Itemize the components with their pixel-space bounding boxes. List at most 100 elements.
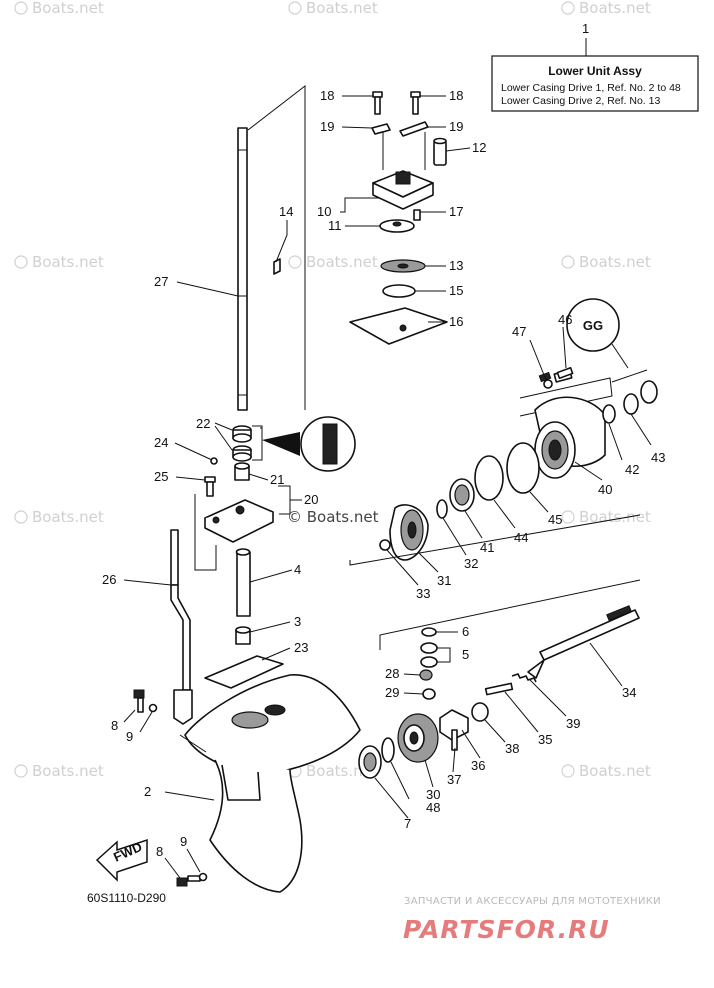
svg-text:Boats.net: Boats.net: [579, 508, 651, 526]
callout-48: 48: [426, 800, 440, 815]
shift-rod: [170, 529, 193, 725]
o-ring-44: [474, 455, 504, 501]
callout-31: 31: [437, 573, 451, 588]
svg-text:Boats.net: Boats.net: [32, 0, 104, 17]
svg-text:Boats.net: Boats.net: [306, 253, 378, 271]
callout-19-right: 19: [449, 119, 463, 134]
watermark-group: Boats.net Boats.net Boats.net Boats.net …: [14, 0, 651, 780]
watermark-top-right: Boats.net: [561, 0, 651, 17]
callout-6: 6: [462, 624, 469, 639]
callout-38: 38: [505, 741, 519, 756]
watermark-row4-right: Boats.net: [561, 762, 651, 780]
callout-23: 23: [294, 640, 308, 655]
fwd-arrow: FWD: [95, 838, 148, 882]
callout-43: 43: [651, 450, 665, 465]
legend-line-2: Lower Casing Drive 2, Ref. No. 13: [501, 95, 660, 107]
propeller-shaft-group: [358, 579, 641, 779]
o-ring-45: [506, 442, 540, 494]
callouts: 18 18 19 19 12 10 17 11 14 13 15 16 27 4…: [102, 88, 665, 879]
gg-label: GG: [583, 318, 603, 333]
drive-shaft: [237, 84, 306, 411]
callout-21: 21: [270, 472, 284, 487]
callout-16: 16: [449, 314, 463, 329]
callout-27: 27: [154, 274, 168, 289]
watermark-row2-left: Boats.net: [14, 253, 104, 271]
callout-20: 20: [304, 492, 318, 507]
callout-34: 34: [622, 685, 636, 700]
ref-number-1: 1: [582, 21, 589, 36]
callout-17: 17: [449, 204, 463, 219]
svg-text:Boats.net: Boats.net: [32, 508, 104, 526]
callout-35: 35: [538, 732, 552, 747]
brand-subtitle: ЗАПЧАСТИ И АКСЕССУАРЫ ДЛЯ МОТОТЕХНИКИ: [404, 896, 661, 907]
callout-37: 37: [447, 772, 461, 787]
watermark-row3-right: Boats.net: [561, 508, 651, 526]
drive-shaft-bearings: [194, 416, 356, 571]
gasket: [204, 655, 284, 689]
callout-13: 13: [449, 258, 463, 273]
callout-45: 45: [548, 512, 562, 527]
callout-28: 28: [385, 666, 399, 681]
callout-32: 32: [464, 556, 478, 571]
partsfor-logo: ЗАПЧАСТИ И АКСЕССУАРЫ ДЛЯ МОТОТЕХНИКИ PA…: [403, 896, 661, 944]
svg-text:Boats.net: Boats.net: [579, 0, 651, 17]
callout-30: 30: [426, 787, 440, 802]
callout-36: 36: [471, 758, 485, 773]
watermark-row4-left: Boats.net: [14, 762, 104, 780]
callout-40: 40: [598, 482, 612, 497]
forward-gear-group: [349, 478, 641, 566]
callout-41: 41: [480, 540, 494, 555]
callout-44: 44: [514, 530, 528, 545]
fasteners-8-9: [133, 689, 208, 887]
legend-line-1: Lower Casing Drive 1, Ref. No. 2 to 48: [501, 82, 681, 94]
legend-title: Lower Unit Assy: [548, 64, 642, 78]
callout-8-lower: 8: [156, 844, 163, 859]
svg-text:Boats.net: Boats.net: [306, 0, 378, 17]
callout-39: 39: [566, 716, 580, 731]
diagram-code: 60S1110-D290: [87, 891, 166, 905]
callout-5: 5: [462, 647, 469, 662]
callout-24: 24: [154, 435, 168, 450]
callout-29: 29: [385, 685, 399, 700]
callout-18-right: 18: [449, 88, 463, 103]
callout-9-lower: 9: [180, 834, 187, 849]
callout-2: 2: [144, 784, 151, 799]
callout-42: 42: [625, 462, 639, 477]
callout-8-upper: 8: [111, 718, 118, 733]
callout-10: 10: [317, 204, 331, 219]
callout-25: 25: [154, 469, 168, 484]
callout-33: 33: [416, 586, 430, 601]
lower-casing: [179, 674, 361, 893]
brand-name: PARTSFOR.RU: [403, 915, 610, 944]
prop-shaft-housing: GG: [519, 298, 658, 479]
watermark-top-mid: Boats.net: [288, 0, 378, 17]
water-pump-group: [273, 91, 448, 345]
svg-text:Boats.net: Boats.net: [579, 762, 651, 780]
svg-text:Boats.net: Boats.net: [32, 253, 104, 271]
callout-7: 7: [404, 816, 411, 831]
callout-14: 14: [279, 204, 293, 219]
watermark-top-left: Boats.net: [14, 0, 104, 17]
callout-15: 15: [449, 283, 463, 298]
watermark-row2-right: Boats.net: [561, 253, 651, 271]
water-tube: [235, 548, 251, 645]
callout-26: 26: [102, 572, 116, 587]
center-watermark: © Boats.net: [287, 508, 379, 526]
svg-text:Boats.net: Boats.net: [32, 762, 104, 780]
callout-19-left: 19: [320, 119, 334, 134]
callout-9-upper: 9: [126, 729, 133, 744]
impeller: [380, 259, 426, 273]
callout-18-left: 18: [320, 88, 334, 103]
svg-text:Boats.net: Boats.net: [579, 253, 651, 271]
watermark-row3-left: Boats.net: [14, 508, 104, 526]
legend-box: 1 Lower Unit Assy Lower Casing Drive 1, …: [491, 21, 699, 112]
watermark-row2-mid: Boats.net: [288, 253, 378, 271]
callout-46: 46: [558, 312, 572, 327]
callout-47: 47: [512, 324, 526, 339]
callout-12: 12: [472, 140, 486, 155]
callout-22: 22: [196, 416, 210, 431]
callout-11: 11: [328, 218, 342, 233]
callout-4: 4: [294, 562, 301, 577]
callout-3: 3: [294, 614, 301, 629]
